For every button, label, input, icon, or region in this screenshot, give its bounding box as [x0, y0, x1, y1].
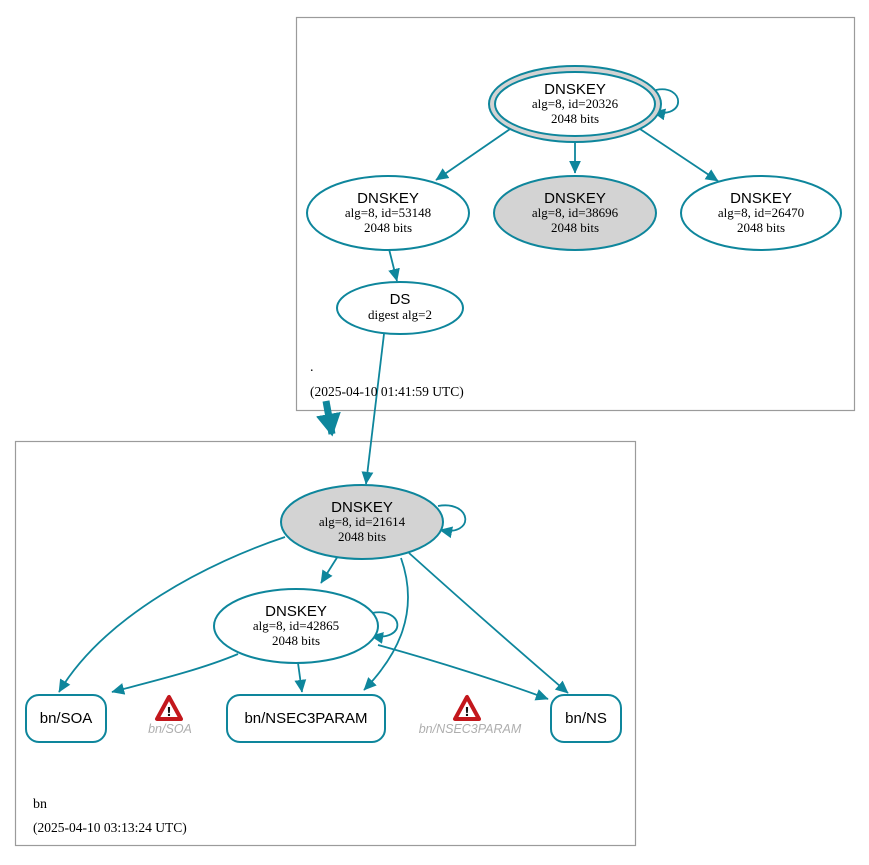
rrset-label: bn/SOA: [40, 710, 93, 727]
edge-21614-self-sign: [437, 504, 467, 539]
node-detail: alg=8, id=42865: [253, 618, 339, 633]
node-bits: 2048 bits: [364, 220, 412, 235]
edge-20326-to-26470: [636, 126, 719, 182]
edge-21614-to-soa: [58, 536, 286, 693]
node-bits: 2048 bits: [551, 111, 599, 126]
node-bits: 2048 bits: [272, 633, 320, 648]
rrset-bn-soa-node: [25, 694, 107, 743]
edge-21614-to-ns: [408, 552, 569, 694]
node-title: DS: [390, 291, 411, 308]
node-bits: 2048 bits: [338, 529, 386, 544]
node-detail: alg=8, id=53148: [345, 205, 431, 220]
edge-20326-self-sign: [652, 88, 680, 121]
node-bits: 2048 bits: [737, 220, 785, 235]
node-detail: alg=8, id=21614: [319, 514, 406, 529]
node-detail: alg=8, id=20326: [532, 96, 619, 111]
node-detail: alg=8, id=26470: [718, 205, 804, 220]
dnskey-53148-node: [306, 175, 470, 251]
bn-zone-label: bn: [33, 797, 47, 812]
warning-icon: [453, 695, 481, 721]
node-title: DNSKEY: [730, 190, 792, 207]
node-detail: digest alg=2: [368, 307, 432, 322]
root-zone-label: .: [310, 360, 314, 375]
dnskey-42865-node: [213, 588, 379, 664]
edge-delegation-root-to-bn: [315, 400, 341, 437]
node-detail: alg=8, id=38696: [532, 205, 619, 220]
root-zone-timestamp: (2025-04-10 01:41:59 UTC): [310, 384, 464, 399]
edge-42865-self-sign: [370, 611, 399, 644]
ds-node: [336, 281, 464, 335]
dnskey-38696-node: [493, 175, 657, 251]
warning-icon: [155, 695, 183, 721]
edge-42865-to-ns: [377, 644, 549, 701]
dnskey-26470-node: [680, 175, 842, 251]
node-title: DNSKEY: [357, 190, 419, 207]
edge-42865-to-soa: [111, 653, 239, 695]
node-bits: 2048 bits: [551, 220, 599, 235]
warning-exclamation-glyph: !: [464, 705, 469, 719]
rrset-label: bn/NS: [565, 710, 607, 727]
rrset-bn-ns-node: [550, 694, 622, 743]
node-title: DNSKEY: [265, 603, 327, 620]
rrset-bn-nsec3param-node: [226, 694, 386, 743]
warning-label: bn/SOA: [148, 722, 192, 736]
rrset-label: bn/NSEC3PARAM: [244, 710, 367, 727]
dnskey-21614-node: [280, 484, 444, 560]
edge-42865-to-nsec3param: [294, 662, 307, 693]
node-title: DNSKEY: [331, 499, 393, 516]
edge-21614-to-nsec3param: [363, 557, 409, 691]
warning-exclamation-glyph: !: [166, 705, 171, 719]
bn-zone-timestamp: (2025-04-10 03:13:24 UTC): [33, 820, 187, 835]
edge-ds-to-21614: [361, 333, 385, 485]
edge-53148-to-ds: [388, 248, 400, 282]
node-title: DNSKEY: [544, 190, 606, 207]
warning-label: bn/NSEC3PARAM: [419, 722, 522, 736]
edge-21614-to-42865: [320, 555, 339, 584]
node-title: DNSKEY: [544, 81, 606, 98]
dnskey-20326-inner-ring: [494, 71, 656, 137]
edge-20326-to-53148: [435, 126, 514, 181]
